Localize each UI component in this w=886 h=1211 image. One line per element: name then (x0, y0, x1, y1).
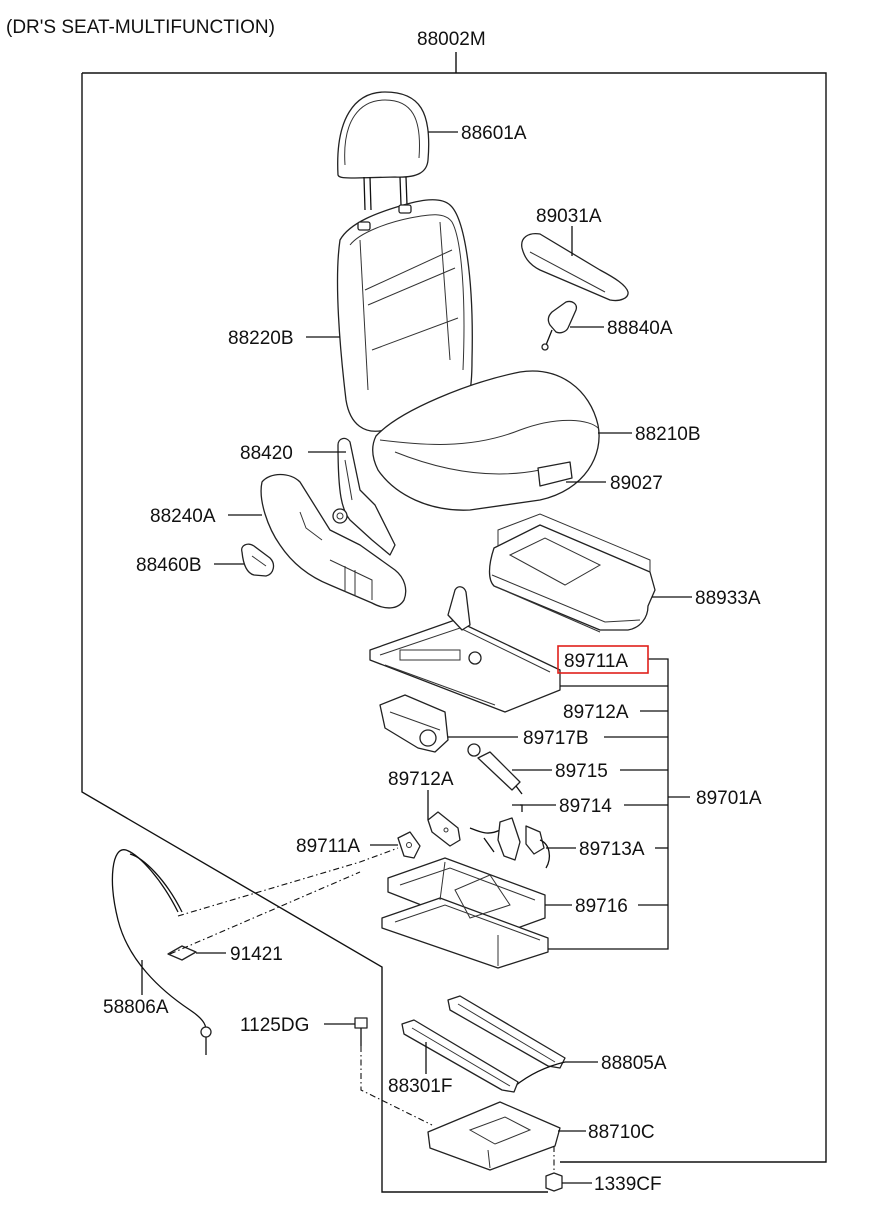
label-58806A[interactable]: 58806A (103, 997, 169, 1018)
label-89027[interactable]: 89027 (610, 473, 663, 494)
label-89716[interactable]: 89716 (575, 896, 628, 917)
label-89712A-left[interactable]: 89712A (388, 769, 454, 790)
headrest-part[interactable] (337, 91, 430, 211)
recliner-knob-part[interactable] (241, 543, 275, 577)
upper-frame-part[interactable] (369, 586, 561, 713)
lever-left-part[interactable] (397, 831, 421, 859)
bolt-part[interactable] (354, 1017, 368, 1046)
label-88220B[interactable]: 88220B (228, 328, 294, 349)
track-left-part[interactable] (401, 1019, 519, 1093)
seat-back-part[interactable] (336, 199, 473, 432)
label-88933A[interactable]: 88933A (695, 588, 761, 609)
label-89715[interactable]: 89715 (555, 761, 608, 782)
lever-right-part[interactable] (497, 817, 551, 869)
track-right-part[interactable] (447, 995, 566, 1087)
label-89711A-highlighted[interactable]: 89711A (564, 651, 628, 672)
label-88420[interactable]: 88420 (240, 443, 293, 464)
label-88210B[interactable]: 88210B (635, 424, 701, 445)
diagram-title: (DR'S SEAT-MULTIFUNCTION) (6, 17, 275, 38)
armrest-part[interactable] (521, 232, 629, 302)
label-89701A[interactable]: 89701A (696, 788, 762, 809)
seat-cushion-part[interactable] (372, 370, 600, 511)
label-88002M: 88002M (417, 29, 486, 50)
base-frame-part[interactable] (381, 857, 549, 969)
part-labels: 88601A 89031A 88840A 88220B 88210B 88420… (103, 123, 762, 1195)
label-89711A-left[interactable]: 89711A (296, 836, 360, 857)
cushion-pan-part[interactable] (488, 513, 656, 633)
side-shield-part[interactable] (260, 473, 407, 609)
label-89714[interactable]: 89714 (559, 796, 612, 817)
label-88240A[interactable]: 88240A (150, 506, 216, 527)
label-part[interactable] (167, 945, 197, 961)
label-88301F[interactable]: 88301F (388, 1076, 452, 1097)
reference-dash-lines (169, 847, 555, 1172)
cable-part[interactable] (111, 849, 212, 1055)
label-1125DG[interactable]: 1125DG (240, 1015, 309, 1036)
damper-part[interactable] (467, 743, 523, 795)
label-88710C[interactable]: 88710C (588, 1122, 655, 1143)
label-88601A[interactable]: 88601A (461, 123, 527, 144)
label-88805A[interactable]: 88805A (601, 1053, 667, 1074)
assembly-frame (81, 52, 827, 1193)
buckle-part[interactable] (541, 300, 578, 351)
label-89031A[interactable]: 89031A (536, 206, 602, 227)
gear-unit-part[interactable] (379, 694, 449, 753)
label-91421[interactable]: 91421 (230, 944, 283, 965)
label-89713A[interactable]: 89713A (579, 839, 645, 860)
upper-link-left-part[interactable] (427, 811, 461, 847)
bracket-part[interactable] (427, 1101, 561, 1171)
leader-lines (141, 131, 692, 1184)
nut-part[interactable] (545, 1172, 563, 1192)
label-88460B[interactable]: 88460B (136, 555, 202, 576)
highlight-box (557, 645, 649, 674)
label-89712A-right[interactable]: 89712A (563, 702, 629, 723)
label-88840A[interactable]: 88840A (607, 318, 673, 339)
label-89717B[interactable]: 89717B (523, 728, 589, 749)
label-1339CF[interactable]: 1339CF (594, 1174, 662, 1195)
recliner-part[interactable] (332, 437, 396, 556)
